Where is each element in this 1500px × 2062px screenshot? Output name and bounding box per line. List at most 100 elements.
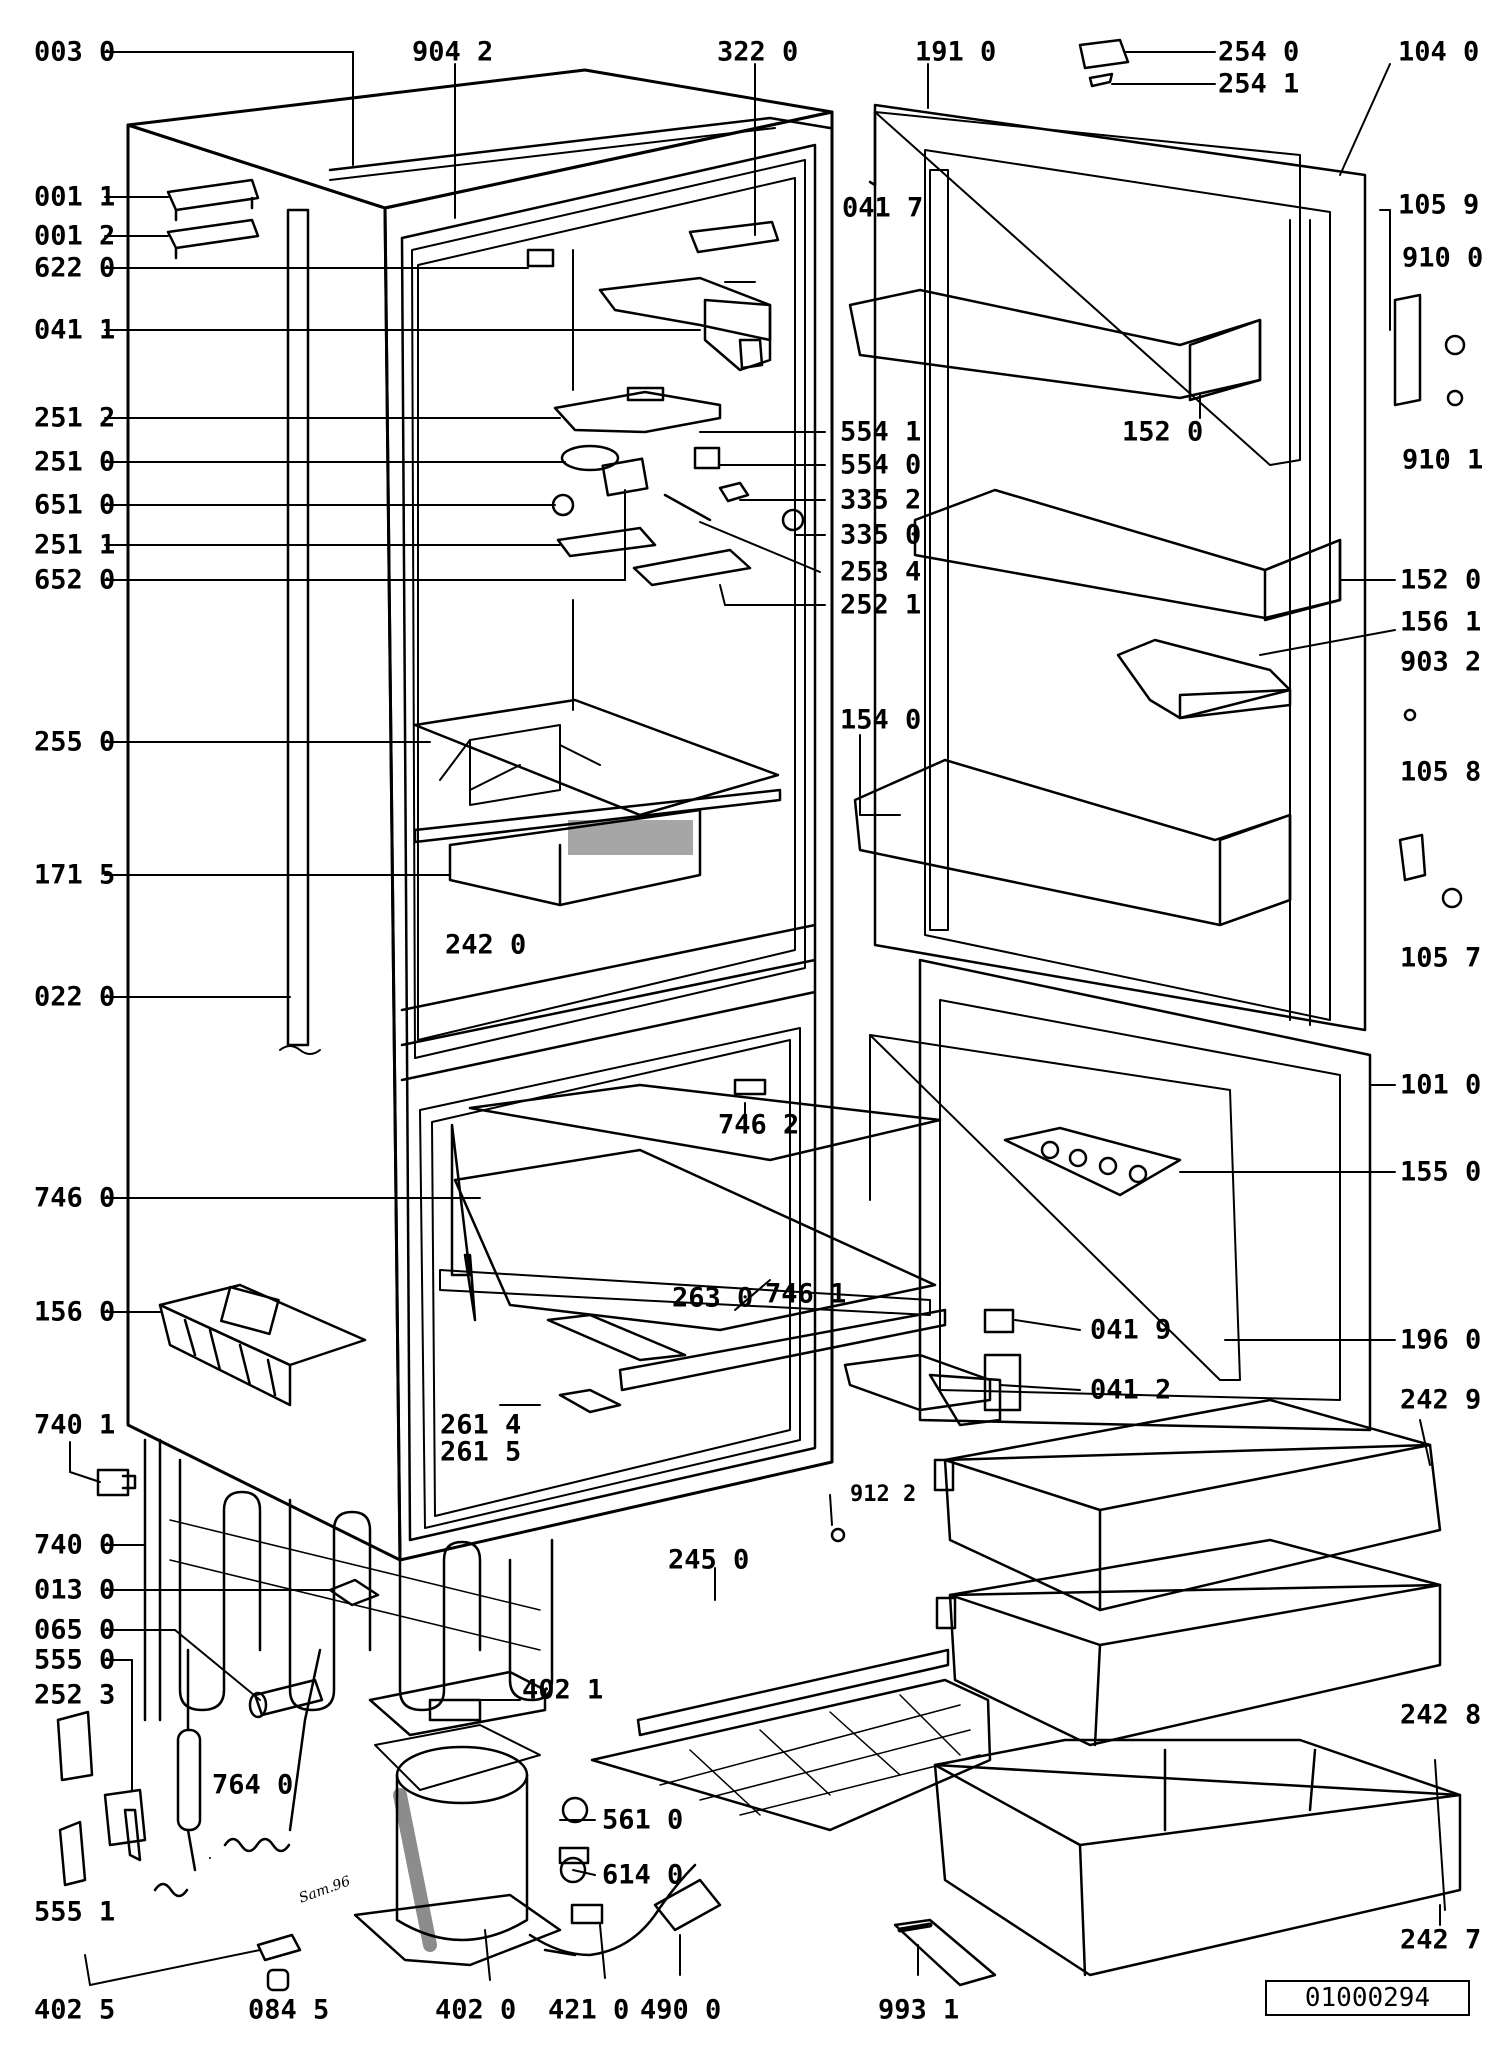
part-label-746-0: 746 0 (34, 1182, 116, 1214)
part-label-254-1: 254 1 (1218, 68, 1300, 100)
leader-lines (69, 51, 1446, 1991)
part-label-555-0: 555 0 (34, 1644, 116, 1676)
part-label-912-2: 912 2 (850, 1482, 917, 1507)
lower-door (869, 958, 1372, 1432)
part-label-910-0: 910 0 (1402, 242, 1484, 274)
freezer-drawer-mid (935, 1538, 1442, 1747)
part-label-251-1: 251 1 (34, 529, 116, 561)
part-label-041-2: 041 2 (1090, 1374, 1172, 1406)
part-label-746-2: 746 2 (718, 1109, 800, 1141)
part-label-156-0: 156 0 (34, 1296, 116, 1328)
part-label-490-0: 490 0 (640, 1994, 722, 2026)
door-shelf-butter (1116, 638, 1292, 720)
lower-hinge (843, 1308, 1022, 1427)
part-label-903-2: 903 2 (1400, 646, 1482, 678)
part-label-001-1: 001 1 (34, 181, 116, 213)
part-label-105-9: 105 9 (1398, 189, 1480, 221)
part-label-335-0: 335 0 (840, 519, 922, 551)
part-label-154-0: 154 0 (840, 704, 922, 736)
part-label-322-0: 322 0 (717, 36, 799, 68)
upper-hinge (598, 276, 772, 372)
door-shelf-mid (913, 488, 1342, 622)
part-label-254-0: 254 0 (1218, 36, 1300, 68)
part-label-251-2: 251 2 (34, 402, 116, 434)
part-label-242-0: 242 0 (445, 929, 527, 961)
relay-parts (56, 1710, 590, 1887)
part-label-263-0: 263 0 (672, 1282, 754, 1314)
part-label-554-0: 554 0 (840, 449, 922, 481)
part-label-041-1: 041 1 (34, 314, 116, 346)
part-label-041-9: 041 9 (1090, 1314, 1172, 1346)
part-label-156-1: 156 1 (1400, 606, 1482, 638)
part-label-013-0: 013 0 (34, 1574, 116, 1606)
power-cord (528, 1863, 722, 1957)
part-label-251-0: 251 0 (34, 446, 116, 478)
part-label-554-1: 554 1 (840, 416, 922, 448)
part-label-191-0: 191 0 (915, 36, 997, 68)
part-label-253-4: 253 4 (840, 556, 922, 588)
side-pipe (279, 208, 321, 1055)
part-label-104-0: 104 0 (1398, 36, 1480, 68)
part-label-242-8: 242 8 (1400, 1699, 1482, 1731)
egg-tray (1003, 1126, 1182, 1197)
part-label-421-0: 421 0 (548, 1994, 630, 2026)
part-label-105-7: 105 7 (1400, 942, 1482, 974)
part-label-041-7: 041 7 (842, 192, 924, 224)
part-label-155-0: 155 0 (1400, 1156, 1482, 1188)
part-label-101-0: 101 0 (1400, 1069, 1482, 1101)
part-label-622-0: 622 0 (34, 252, 116, 284)
cabinet-body (126, 68, 834, 1562)
base-clips (256, 1933, 302, 1992)
part-label-764-0: 764 0 (212, 1769, 294, 1801)
part-label-171-5: 171 5 (34, 859, 116, 891)
part-label-904-2: 904 2 (412, 36, 494, 68)
part-label-335-2: 335 2 (840, 484, 922, 516)
part-label-910-1: 910 1 (1402, 444, 1484, 476)
part-label-242-9: 242 9 (1400, 1384, 1482, 1416)
control-assembly (551, 249, 805, 711)
part-label-065-0: 065 0 (34, 1614, 116, 1646)
part-label-242-7: 242 7 (1400, 1924, 1482, 1956)
part-label-001-2: 001 2 (34, 220, 116, 252)
part-label-261-5: 261 5 (440, 1436, 522, 1468)
handle-parts (1078, 38, 1466, 909)
part-label-402-1: 402 1 (522, 1674, 604, 1706)
glass-shelf (413, 698, 782, 844)
door-shelf-top (848, 288, 1262, 402)
part-label-152-0-lower: 152 0 (1400, 564, 1482, 596)
part-label-614-0: 614 0 (602, 1859, 684, 1891)
part-label-084-5: 084 5 (248, 1994, 330, 2026)
crisper-drawer-small (448, 808, 702, 907)
document-number-box: 01000294 (1265, 1980, 1470, 2016)
part-label-252-1: 252 1 (840, 589, 922, 621)
part-label-746-1: 746 1 (765, 1278, 847, 1310)
part-label-261-4: 261 4 (440, 1409, 522, 1441)
hinge-brackets (166, 178, 780, 268)
part-label-152-0-upper: 152 0 (1122, 416, 1204, 448)
door-shelf-bottle (853, 758, 1292, 927)
wire-shelf (590, 1648, 992, 1832)
tube (248, 1678, 324, 1719)
freezer-drawer-top (933, 1398, 1442, 1612)
part-label-555-1: 555 1 (34, 1896, 116, 1928)
part-label-652-0: 652 0 (34, 564, 116, 596)
compressor (353, 1670, 562, 1967)
ice-tray (158, 1283, 367, 1407)
filter-drier (153, 1648, 322, 1898)
part-label-003-0: 003 0 (34, 36, 116, 68)
part-label-402-0: 402 0 (435, 1994, 517, 2026)
part-label-105-8: 105 8 (1400, 756, 1482, 788)
part-label-740-1: 740 1 (34, 1409, 116, 1441)
condenser-coil (143, 1438, 554, 1722)
scraper (893, 1918, 997, 1987)
part-label-252-3: 252 3 (34, 1679, 116, 1711)
part-label-651-0: 651 0 (34, 489, 116, 521)
small-clips (96, 1388, 846, 1543)
part-label-402-5: 402 5 (34, 1994, 116, 2026)
part-label-022-0: 022 0 (34, 981, 116, 1013)
upper-door (868, 103, 1367, 1032)
part-label-245-0: 245 0 (668, 1544, 750, 1576)
part-label-740-0: 740 0 (34, 1529, 116, 1561)
